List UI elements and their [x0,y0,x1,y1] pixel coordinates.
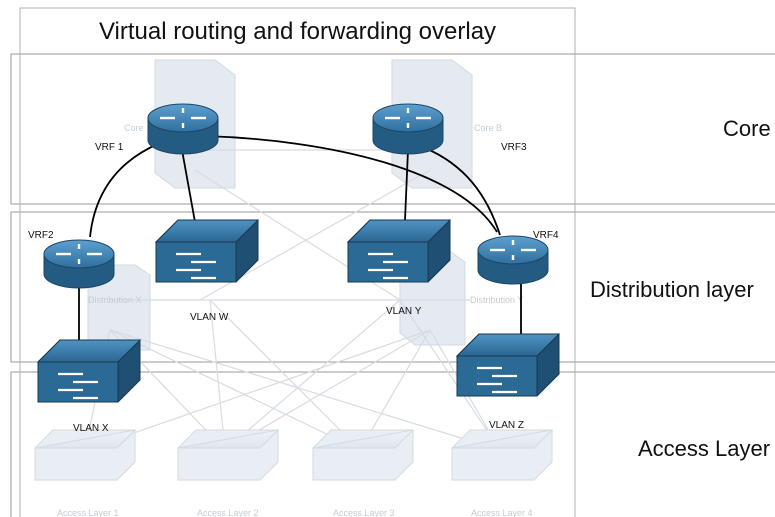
ghost-label-access-3: Access Layer 3 [333,508,395,517]
label-vlan-z: VLAN Z [489,420,524,431]
link-vrf1-vlan-w [181,149,196,223]
link-vrf3-vlan-y [404,149,409,221]
switch-vlan-w [154,219,260,283]
access-switch-1 [34,429,137,481]
router-arrows-icon [160,108,206,128]
ghost-label-access-2: Access Layer 2 [197,508,259,517]
layer-label-core: Core [723,116,771,141]
faded-access-switches [34,429,554,481]
label-vrf1: VRF 1 [95,142,124,153]
switch-vlan-x [36,339,142,403]
router-arrows-icon [490,240,536,260]
ghost-label-core-a: Core [124,123,144,133]
switch-arrows-icon [176,252,216,280]
router-arrows-icon [385,108,431,128]
router-vrf1 [147,103,219,155]
layer-frames [10,7,775,517]
switch-vlan-y [346,219,452,283]
core-layer-frame [10,53,775,205]
router-vrf3 [372,103,444,155]
ghost-label-core-b: Core B [474,123,502,133]
switch-arrows-icon [477,366,517,394]
overlay-frame [19,7,576,517]
switch-arrows-icon [58,372,98,400]
link-vrf3-vrf4 [424,147,501,236]
label-vrf2: VRF2 [28,230,54,241]
label-vlan-x: VLAN X [73,423,109,434]
access-switch-2 [177,429,280,481]
vrf-links [78,135,522,342]
switch-vlan-z [455,333,561,397]
router-vrf4 [477,235,549,285]
router-vrf2 [43,239,115,289]
ghost-label-access-1: Access Layer 1 [57,508,119,517]
faded-physical-topology: Core Core B Distribution X Distribution … [34,59,554,517]
distribution-layer-frame [10,211,775,363]
label-vlan-y: VLAN Y [386,306,422,317]
layer-label-distribution: Distribution layer [590,277,754,302]
access-layer-frame [10,371,775,517]
layer-label-access: Access Layer [638,436,771,461]
label-vrf3: VRF3 [501,142,527,153]
switch-arrows-icon [368,252,408,280]
access-switch-3 [312,429,415,481]
router-arrows-icon [56,244,102,264]
label-vlan-w: VLAN W [190,312,229,323]
access-switch-4 [451,429,554,481]
ghost-label-dist-y: Distribution Y [470,295,523,305]
link-vrf1-vrf4 [204,135,498,233]
link-vrf1-vrf2 [89,142,161,238]
diagram-title: Virtual routing and forwarding overlay [98,18,497,45]
ghost-label-access-4: Access Layer 4 [471,508,533,517]
label-vrf4: VRF4 [533,230,559,241]
ghost-label-dist-x: Distribution X [88,295,142,305]
